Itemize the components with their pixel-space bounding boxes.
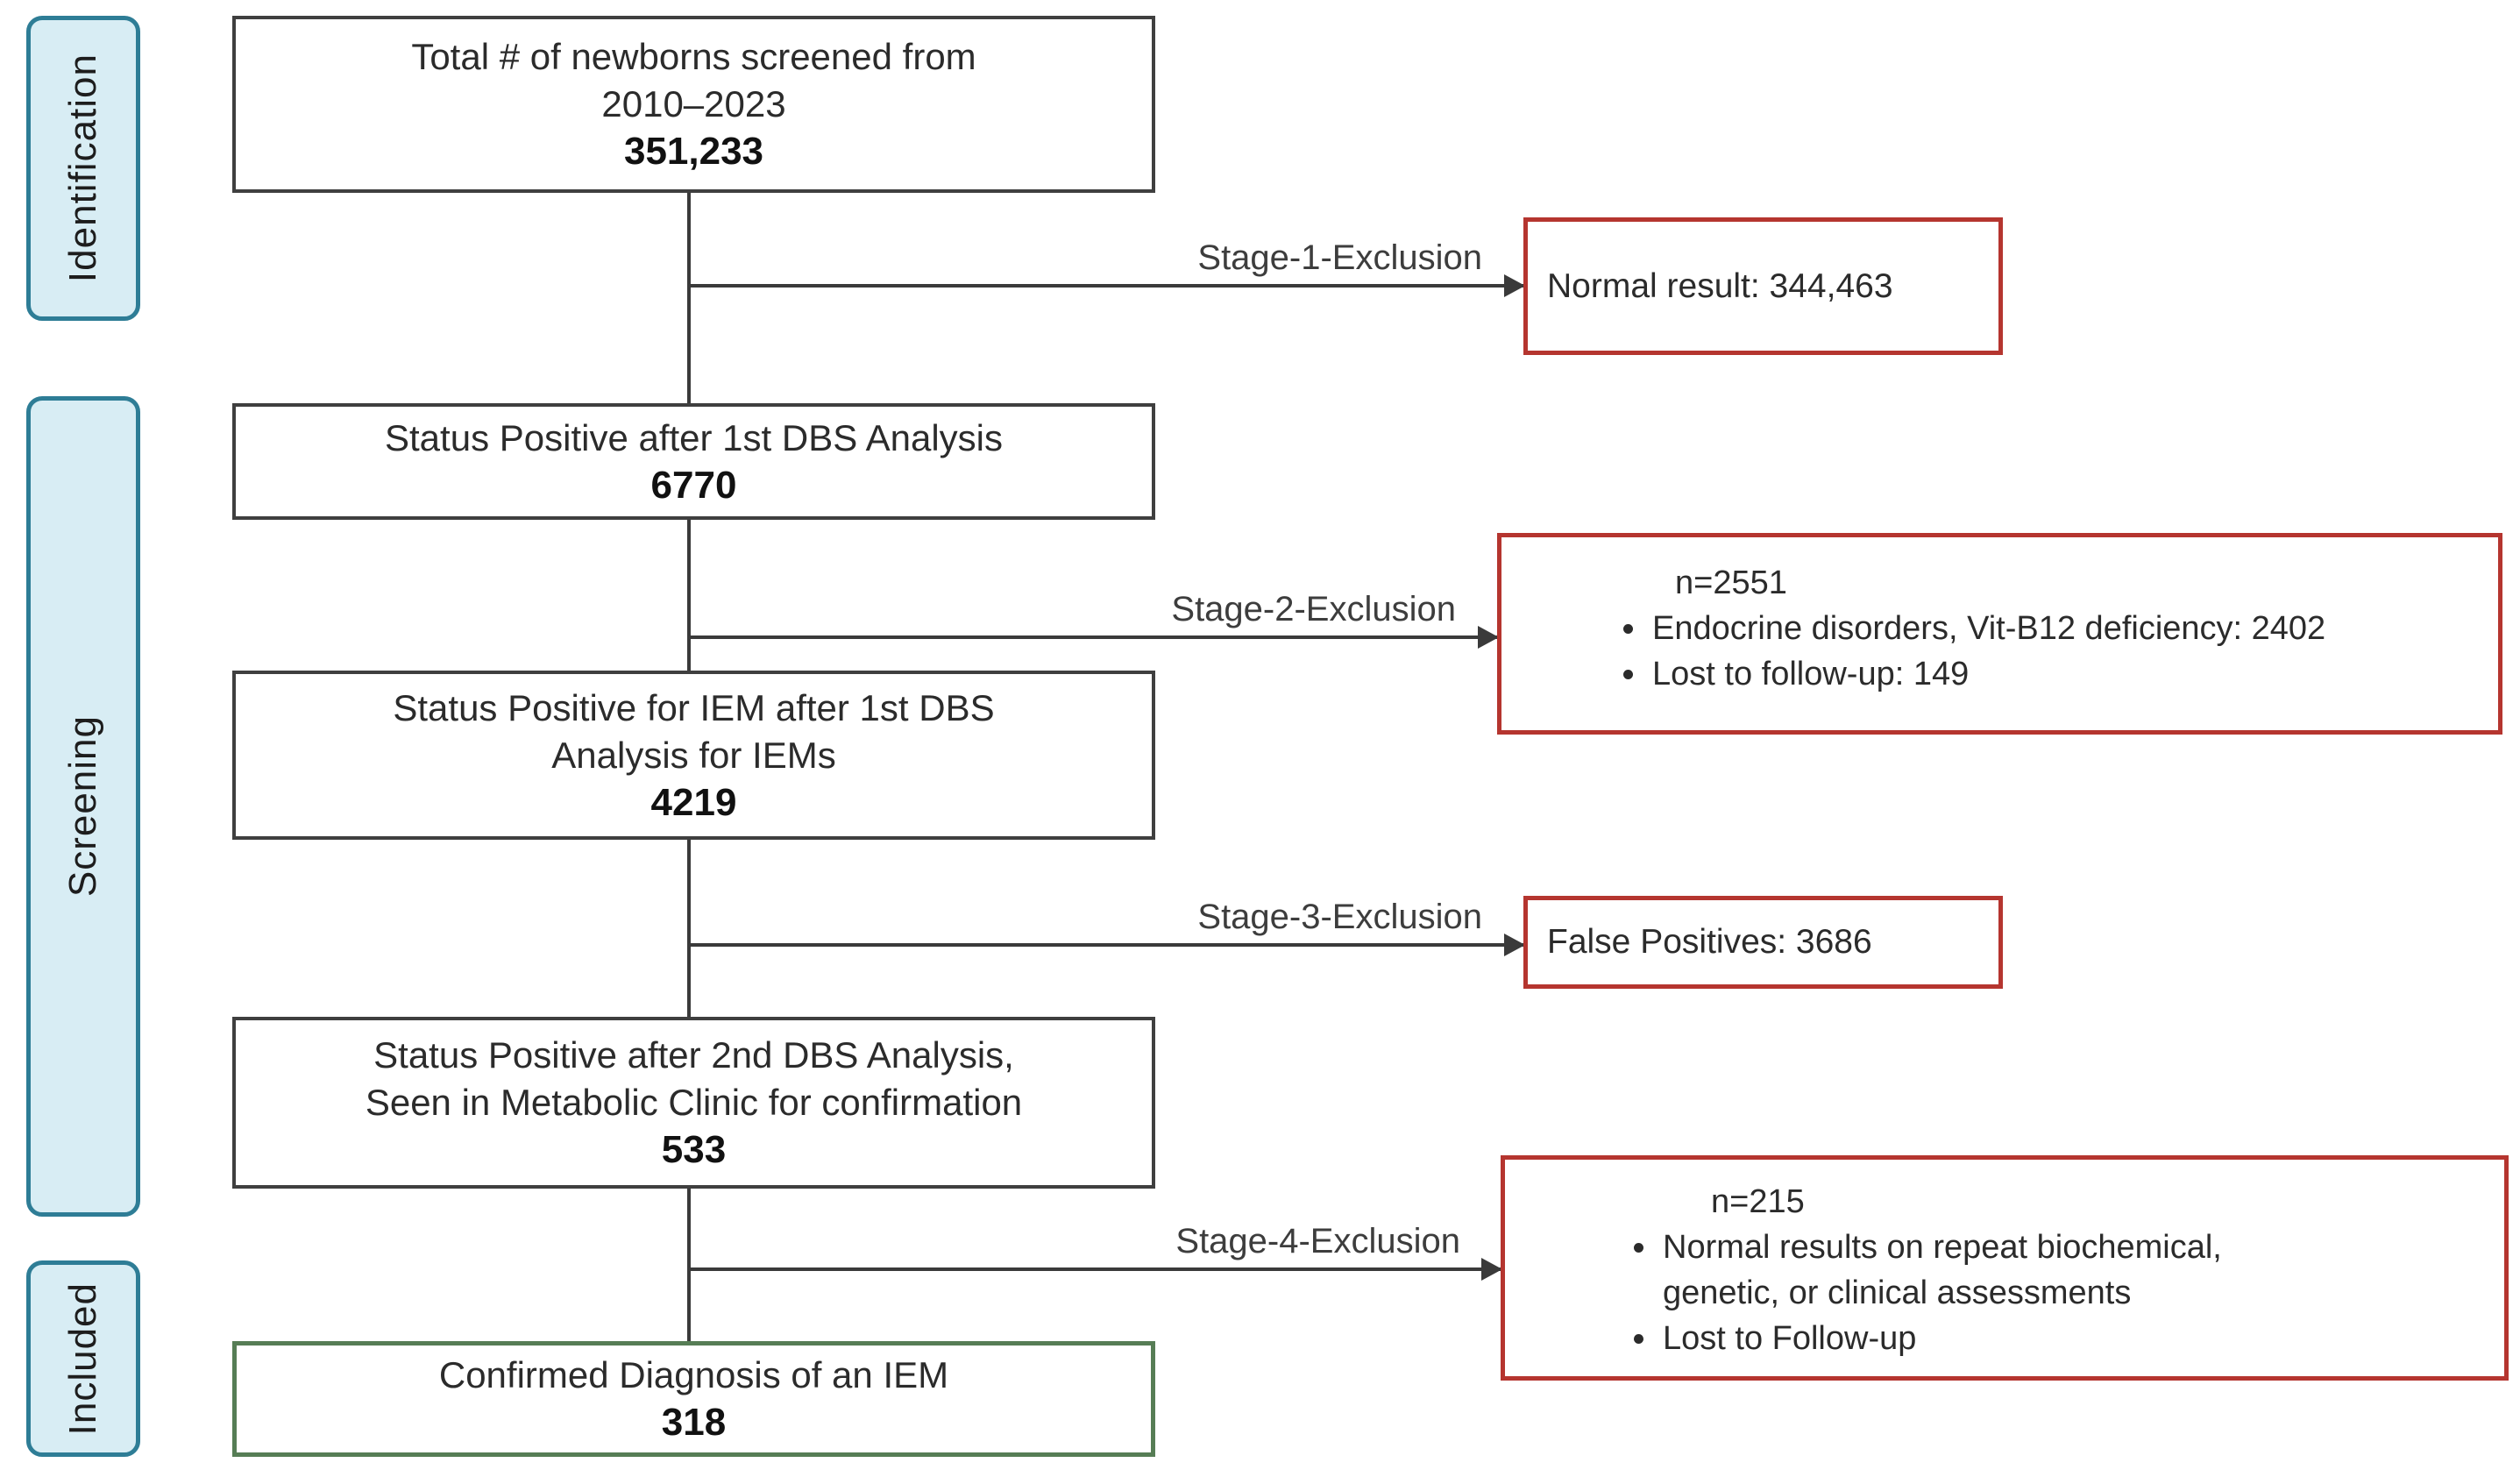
flow-box-total-newborns: Total # of newborns screened from 2010–2… — [232, 16, 1155, 193]
stage-band-label: Identification — [61, 53, 104, 283]
flow-box-confirmed-diagnosis: Confirmed Diagnosis of an IEM 318 — [232, 1341, 1155, 1457]
flow-box-count: 4219 — [650, 780, 737, 824]
exclusion-bullet: Normal results on repeat biochemical, ge… — [1659, 1225, 2325, 1316]
exclusion-text: Normal result: 344,463 — [1547, 266, 1893, 305]
exclusion-box-stage4: n=215 Normal results on repeat biochemic… — [1501, 1155, 2509, 1381]
stage-band-identification: Identification — [26, 16, 140, 321]
flow-box-text: 2010–2023 — [601, 83, 786, 124]
exclusion-bullet-list: Endocrine disorders, Vit-B12 deficiency:… — [1501, 606, 2498, 697]
stage-band-label: Included — [61, 1282, 104, 1436]
stage-band-included: Included — [26, 1260, 140, 1457]
exclusion-text: False Positives: 3686 — [1547, 923, 1872, 961]
flow-box-count: 351,233 — [623, 130, 764, 173]
flow-box-text: Seen in Metabolic Clinic for confirmatio… — [365, 1082, 1023, 1123]
exclusion-n-count: n=2551 — [1675, 564, 1787, 601]
flow-box-positive-iem: Status Positive for IEM after 1st DBS An… — [232, 671, 1155, 840]
stage-band-label: Screening — [61, 715, 104, 898]
stage1-exclusion-label: Stage-1-Exclusion — [1197, 238, 1482, 277]
flow-box-positive-2nd-dbs: Status Positive after 2nd DBS Analysis, … — [232, 1017, 1155, 1189]
stage-band-screening: Screening — [26, 396, 140, 1217]
stage3-exclusion-label: Stage-3-Exclusion — [1197, 898, 1482, 936]
exclusion-bullet: Endocrine disorders, Vit-B12 deficiency:… — [1649, 606, 2498, 651]
exclusion-box-stage2: n=2551 Endocrine disorders, Vit-B12 defi… — [1497, 533, 2502, 735]
exclusion-n-count: n=215 — [1711, 1183, 1805, 1220]
exclusion-box-normal-result: Normal result: 344,463 — [1523, 217, 2003, 355]
arrowhead-icon — [1504, 274, 1525, 297]
exclusion-connector-stage2 — [689, 635, 1497, 639]
exclusion-bullet: Lost to Follow-up — [1659, 1316, 2325, 1361]
flow-box-text: Status Positive after 2nd DBS Analysis, — [373, 1034, 1014, 1076]
stage2-exclusion-label: Stage-2-Exclusion — [1171, 590, 1456, 628]
flow-box-count: 533 — [661, 1128, 727, 1171]
flow-box-text: Status Positive for IEM after 1st DBS — [393, 686, 995, 728]
flow-box-text: Analysis for IEMs — [551, 734, 836, 776]
exclusion-bullet-list: Normal results on repeat biochemical, ge… — [1505, 1225, 2325, 1361]
flow-box-count: 6770 — [650, 463, 737, 507]
exclusion-box-false-positives: False Positives: 3686 — [1523, 896, 2003, 989]
stage4-exclusion-label: Stage-4-Exclusion — [1175, 1222, 1460, 1260]
arrowhead-icon — [1504, 934, 1525, 956]
flow-box-text: Status Positive after 1st DBS Analysis — [385, 416, 1003, 458]
flow-box-positive-1st-dbs: Status Positive after 1st DBS Analysis 6… — [232, 403, 1155, 520]
exclusion-connector-stage1 — [689, 284, 1523, 288]
exclusion-connector-stage4 — [689, 1267, 1501, 1271]
arrowhead-icon — [1481, 1258, 1502, 1281]
exclusion-connector-stage3 — [689, 943, 1523, 947]
flow-box-text: Confirmed Diagnosis of an IEM — [438, 1354, 949, 1395]
exclusion-bullet: Lost to follow-up: 149 — [1649, 651, 2498, 697]
flow-box-text: Total # of newborns screened from — [411, 36, 976, 77]
arrowhead-icon — [1478, 626, 1499, 649]
flow-box-count: 318 — [661, 1401, 727, 1444]
